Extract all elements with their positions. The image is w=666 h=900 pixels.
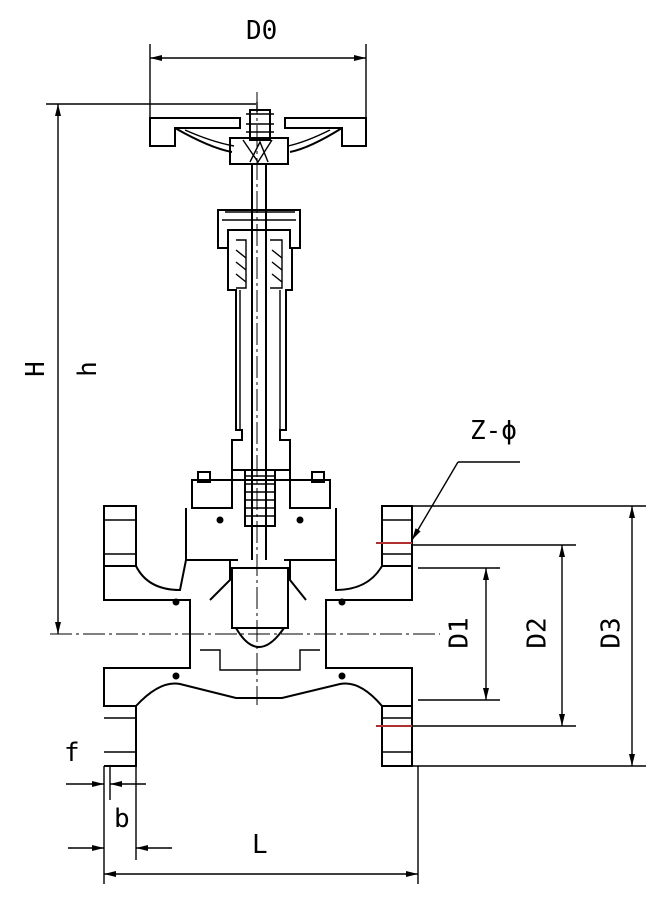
- valve-body: [103, 505, 413, 767]
- d3-label: D3: [596, 617, 627, 649]
- dimension-lines: [46, 44, 646, 884]
- h-overall-label: H: [20, 361, 51, 377]
- b-label: b: [114, 804, 130, 834]
- l-label: L: [252, 830, 268, 860]
- z-phi-label: Z-ϕ: [470, 416, 517, 446]
- stem-bonnet: [185, 164, 337, 561]
- handwheel: [149, 102, 367, 165]
- d1-label: D1: [444, 617, 475, 649]
- f-label: f: [64, 738, 80, 768]
- h-center-label: h: [72, 361, 103, 377]
- d0-label: D0: [246, 16, 278, 46]
- d2-label: D2: [522, 617, 553, 649]
